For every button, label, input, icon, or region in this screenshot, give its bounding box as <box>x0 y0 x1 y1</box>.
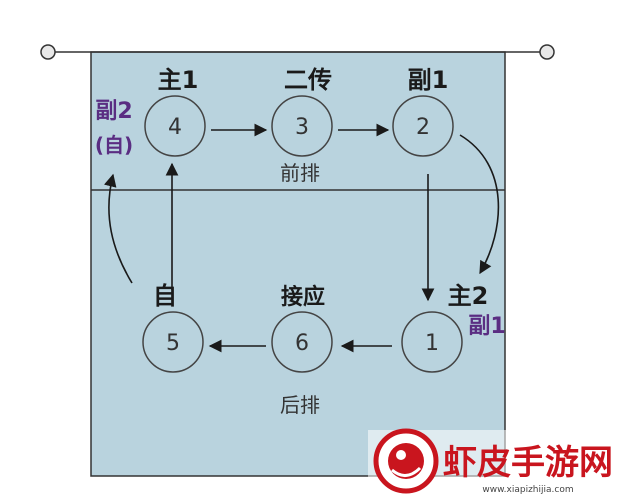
role-label-pos-4: 主1 <box>158 66 199 94</box>
side-note-right: 副1 <box>468 314 505 339</box>
player-pos-3: 3 <box>271 95 333 157</box>
arrow-5-to-left-curve <box>104 173 133 284</box>
pos-number: 2 <box>416 115 430 140</box>
player-pos-6: 6 <box>271 311 333 373</box>
role-label-pos-6: 接应 <box>281 284 325 310</box>
pos-number: 6 <box>295 331 309 356</box>
player-pos-4: 4 <box>144 95 206 157</box>
shrimp-logo-icon <box>373 428 439 494</box>
role-label-pos-3: 二传 <box>284 66 332 94</box>
watermark-brand: 虾皮手游网 <box>443 443 613 483</box>
role-label-pos-1: 主2 <box>448 282 489 310</box>
front-row-label: 前排 <box>280 161 320 185</box>
back-row-label: 后排 <box>280 393 320 417</box>
side-note-left-bottom: (自) <box>95 133 133 157</box>
pos-number: 3 <box>295 115 309 140</box>
role-label-pos-5: 自 <box>153 282 177 310</box>
pos-number: 1 <box>425 331 439 356</box>
player-pos-1: 1 <box>401 311 463 373</box>
watermark-url: www.xiapizhijia.com <box>482 485 573 495</box>
pos-number: 5 <box>166 331 180 356</box>
side-note-left-top: 副2 <box>95 99 132 124</box>
pos-number: 4 <box>168 115 182 140</box>
arrow-2-to-right-curve <box>459 134 500 275</box>
player-pos-5: 5 <box>142 311 204 373</box>
net-post-left <box>40 44 56 60</box>
role-label-pos-2: 副1 <box>408 66 449 94</box>
net-post-right <box>539 44 555 60</box>
player-pos-2: 2 <box>392 95 454 157</box>
